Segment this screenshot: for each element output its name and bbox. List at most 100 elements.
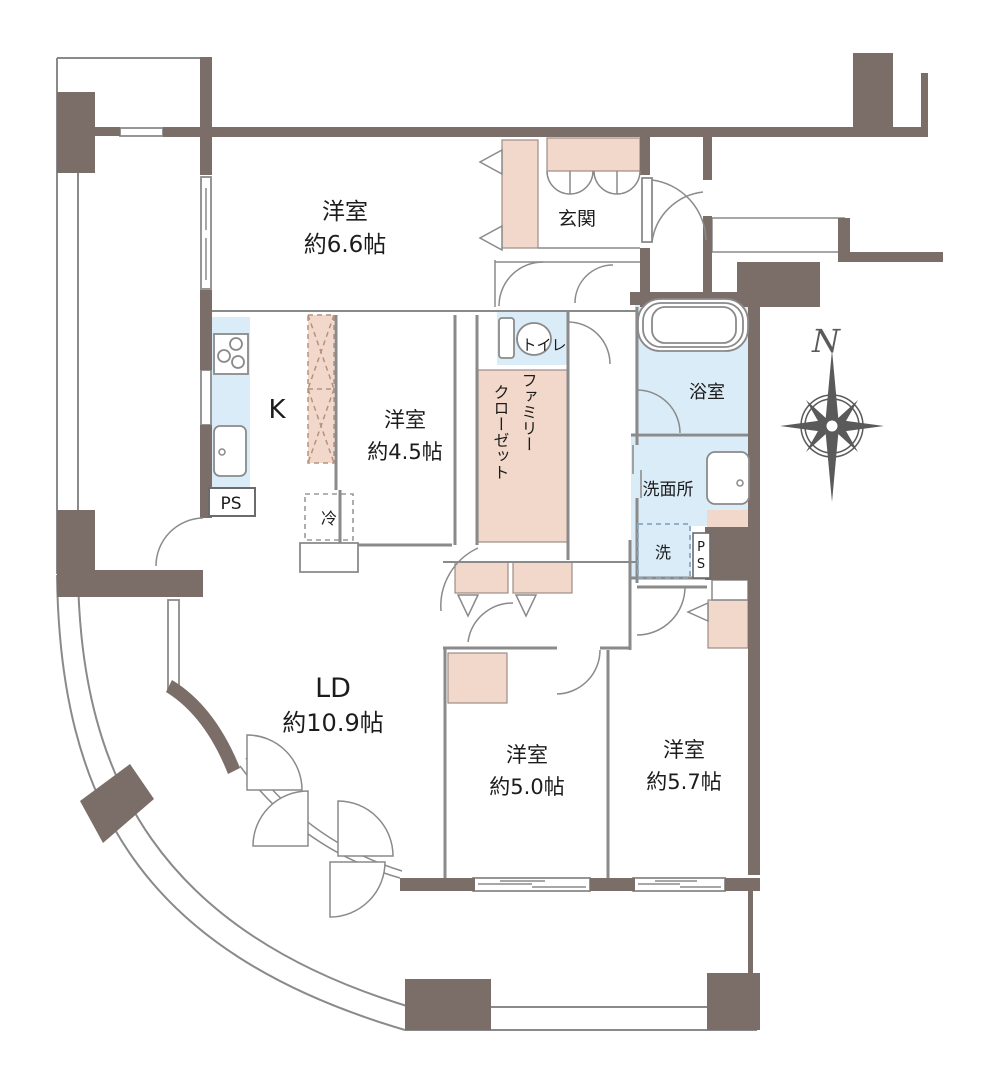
cabinet-open-marker-2 <box>478 224 503 252</box>
wall-stub-1 <box>95 127 120 136</box>
wash-basin <box>706 451 750 505</box>
balcony-inner-curve <box>77 574 411 1008</box>
fixtures <box>208 170 750 579</box>
fridge-space <box>304 493 354 541</box>
compass-north-label: N <box>811 322 841 360</box>
label-bath: 浴室 <box>689 382 725 403</box>
room-floors <box>212 137 749 704</box>
window-top <box>119 127 164 137</box>
bath-door-arc <box>636 389 681 434</box>
pantry-dashes <box>307 314 335 464</box>
label-bedroom45-size: 約4.5帖 <box>367 440 442 464</box>
balcony-outer-curve <box>56 574 406 1031</box>
ld-west-door-arc <box>155 517 204 567</box>
thin-walls <box>212 247 750 878</box>
washroom-floor-2 <box>631 520 691 578</box>
wall-porch-stub <box>838 218 850 252</box>
wall-west-mid2 <box>200 317 212 370</box>
label-ps-wash-p: P <box>697 540 705 555</box>
shoe-cabinet-scallops <box>546 170 641 195</box>
door-swings <box>155 148 709 695</box>
compass-arm-s <box>825 426 839 502</box>
label-ps-wash-s: S <box>697 557 705 572</box>
bedroom57-closet <box>707 599 749 649</box>
closet-open-marker-3 <box>686 601 709 623</box>
label-fridge: 冷 <box>321 509 337 528</box>
hall-door-arc <box>574 264 614 304</box>
label-bedroom66-size: 約6.6帖 <box>304 232 387 258</box>
kitchen-faucet <box>218 448 226 456</box>
window-bedroom66-west <box>200 176 212 290</box>
wall-east-upper <box>838 252 943 262</box>
corridor-door-arc <box>498 261 544 307</box>
label-entrance: 玄関 <box>558 208 596 230</box>
toilet-door-arc <box>567 321 611 365</box>
label-bedroom50-name: 洋室 <box>506 743 548 767</box>
balcony-pillar-right <box>707 973 760 1030</box>
linen-shelf <box>707 510 748 527</box>
label-bedroom57-size: 約5.7帖 <box>646 770 721 794</box>
wall-east-lower-thin <box>748 891 753 975</box>
label-washroom: 洗面所 <box>643 480 694 500</box>
entrance-step-lines <box>495 247 640 263</box>
window-bedroom50-sash <box>478 880 586 888</box>
label-bedroom57-name: 洋室 <box>663 738 705 762</box>
entrance-door-arc-1 <box>651 179 707 241</box>
folding-door-leaf-1 <box>246 734 303 791</box>
kitchen-cabinet <box>299 542 359 573</box>
hall-closet-1 <box>454 561 509 594</box>
wall-east-main <box>748 262 760 875</box>
folding-door-leaf-4 <box>329 861 386 918</box>
wall-stub-2 <box>163 127 200 137</box>
label-toilet: トイレ <box>521 336 566 354</box>
wall-west-mid1 <box>200 290 212 317</box>
label-family-closet-2: クローゼット <box>491 384 510 480</box>
wall-ld-curve-segment <box>166 680 240 774</box>
wall-entry-right-a <box>703 137 712 180</box>
balcony-pillar-curve <box>80 764 154 843</box>
bedroom57-niche <box>711 579 749 601</box>
porch-alcove <box>711 217 845 253</box>
ps-box-kitchen <box>208 487 256 517</box>
entrance-door-arc-2 <box>651 191 704 243</box>
compass-arm-se <box>836 424 858 452</box>
hall-closet-2 <box>512 561 573 594</box>
label-family-closet-1: ファミリー <box>519 372 538 452</box>
room-labels: 洋室 約6.6帖 玄関 K 洋室 約4.5帖 トイレ ファミリー クローゼット … <box>220 199 725 799</box>
balcony-pillar-mid <box>405 979 491 1030</box>
wall-south-2 <box>590 878 635 891</box>
compass: N <box>780 322 884 502</box>
wall-south-3 <box>725 878 760 891</box>
closet-open-marker-1 <box>456 594 480 618</box>
label-bedroom66-name: 洋室 <box>322 199 368 225</box>
wall-south-1 <box>400 878 475 891</box>
pillar-top-left <box>57 92 95 173</box>
wall-entry-right-b <box>703 216 712 307</box>
label-ld-name: LD <box>315 673 351 704</box>
window-bedroom57-sash <box>638 880 721 888</box>
compass-hub <box>826 420 838 432</box>
toilet-seat-line <box>516 329 521 349</box>
washer-space <box>637 523 691 579</box>
wall-entry-left-b <box>640 248 650 307</box>
wall-stub-ne <box>921 73 928 131</box>
compass-arm-ne <box>836 400 858 428</box>
wash-basin-drain <box>736 479 744 487</box>
compass-arm-sw <box>806 424 828 452</box>
ld-curved-window <box>239 734 403 918</box>
wall-bedroom45 <box>338 315 457 547</box>
ps-box-washroom <box>692 532 711 579</box>
wall-entry-left-a <box>640 137 650 175</box>
compass-arm-nw <box>806 400 828 428</box>
closet-open-marker-2 <box>514 594 538 618</box>
shoe-cabinet-side <box>501 139 539 249</box>
kitchen-sink <box>213 425 247 477</box>
wall-north-east <box>893 127 928 137</box>
wall-block-washroom <box>705 527 748 580</box>
label-ld-size: 約10.9帖 <box>282 709 383 737</box>
washroom-sliding-door <box>632 445 642 498</box>
label-ps-kitchen: PS <box>220 494 241 514</box>
bedroom50-door-arc <box>556 649 601 695</box>
